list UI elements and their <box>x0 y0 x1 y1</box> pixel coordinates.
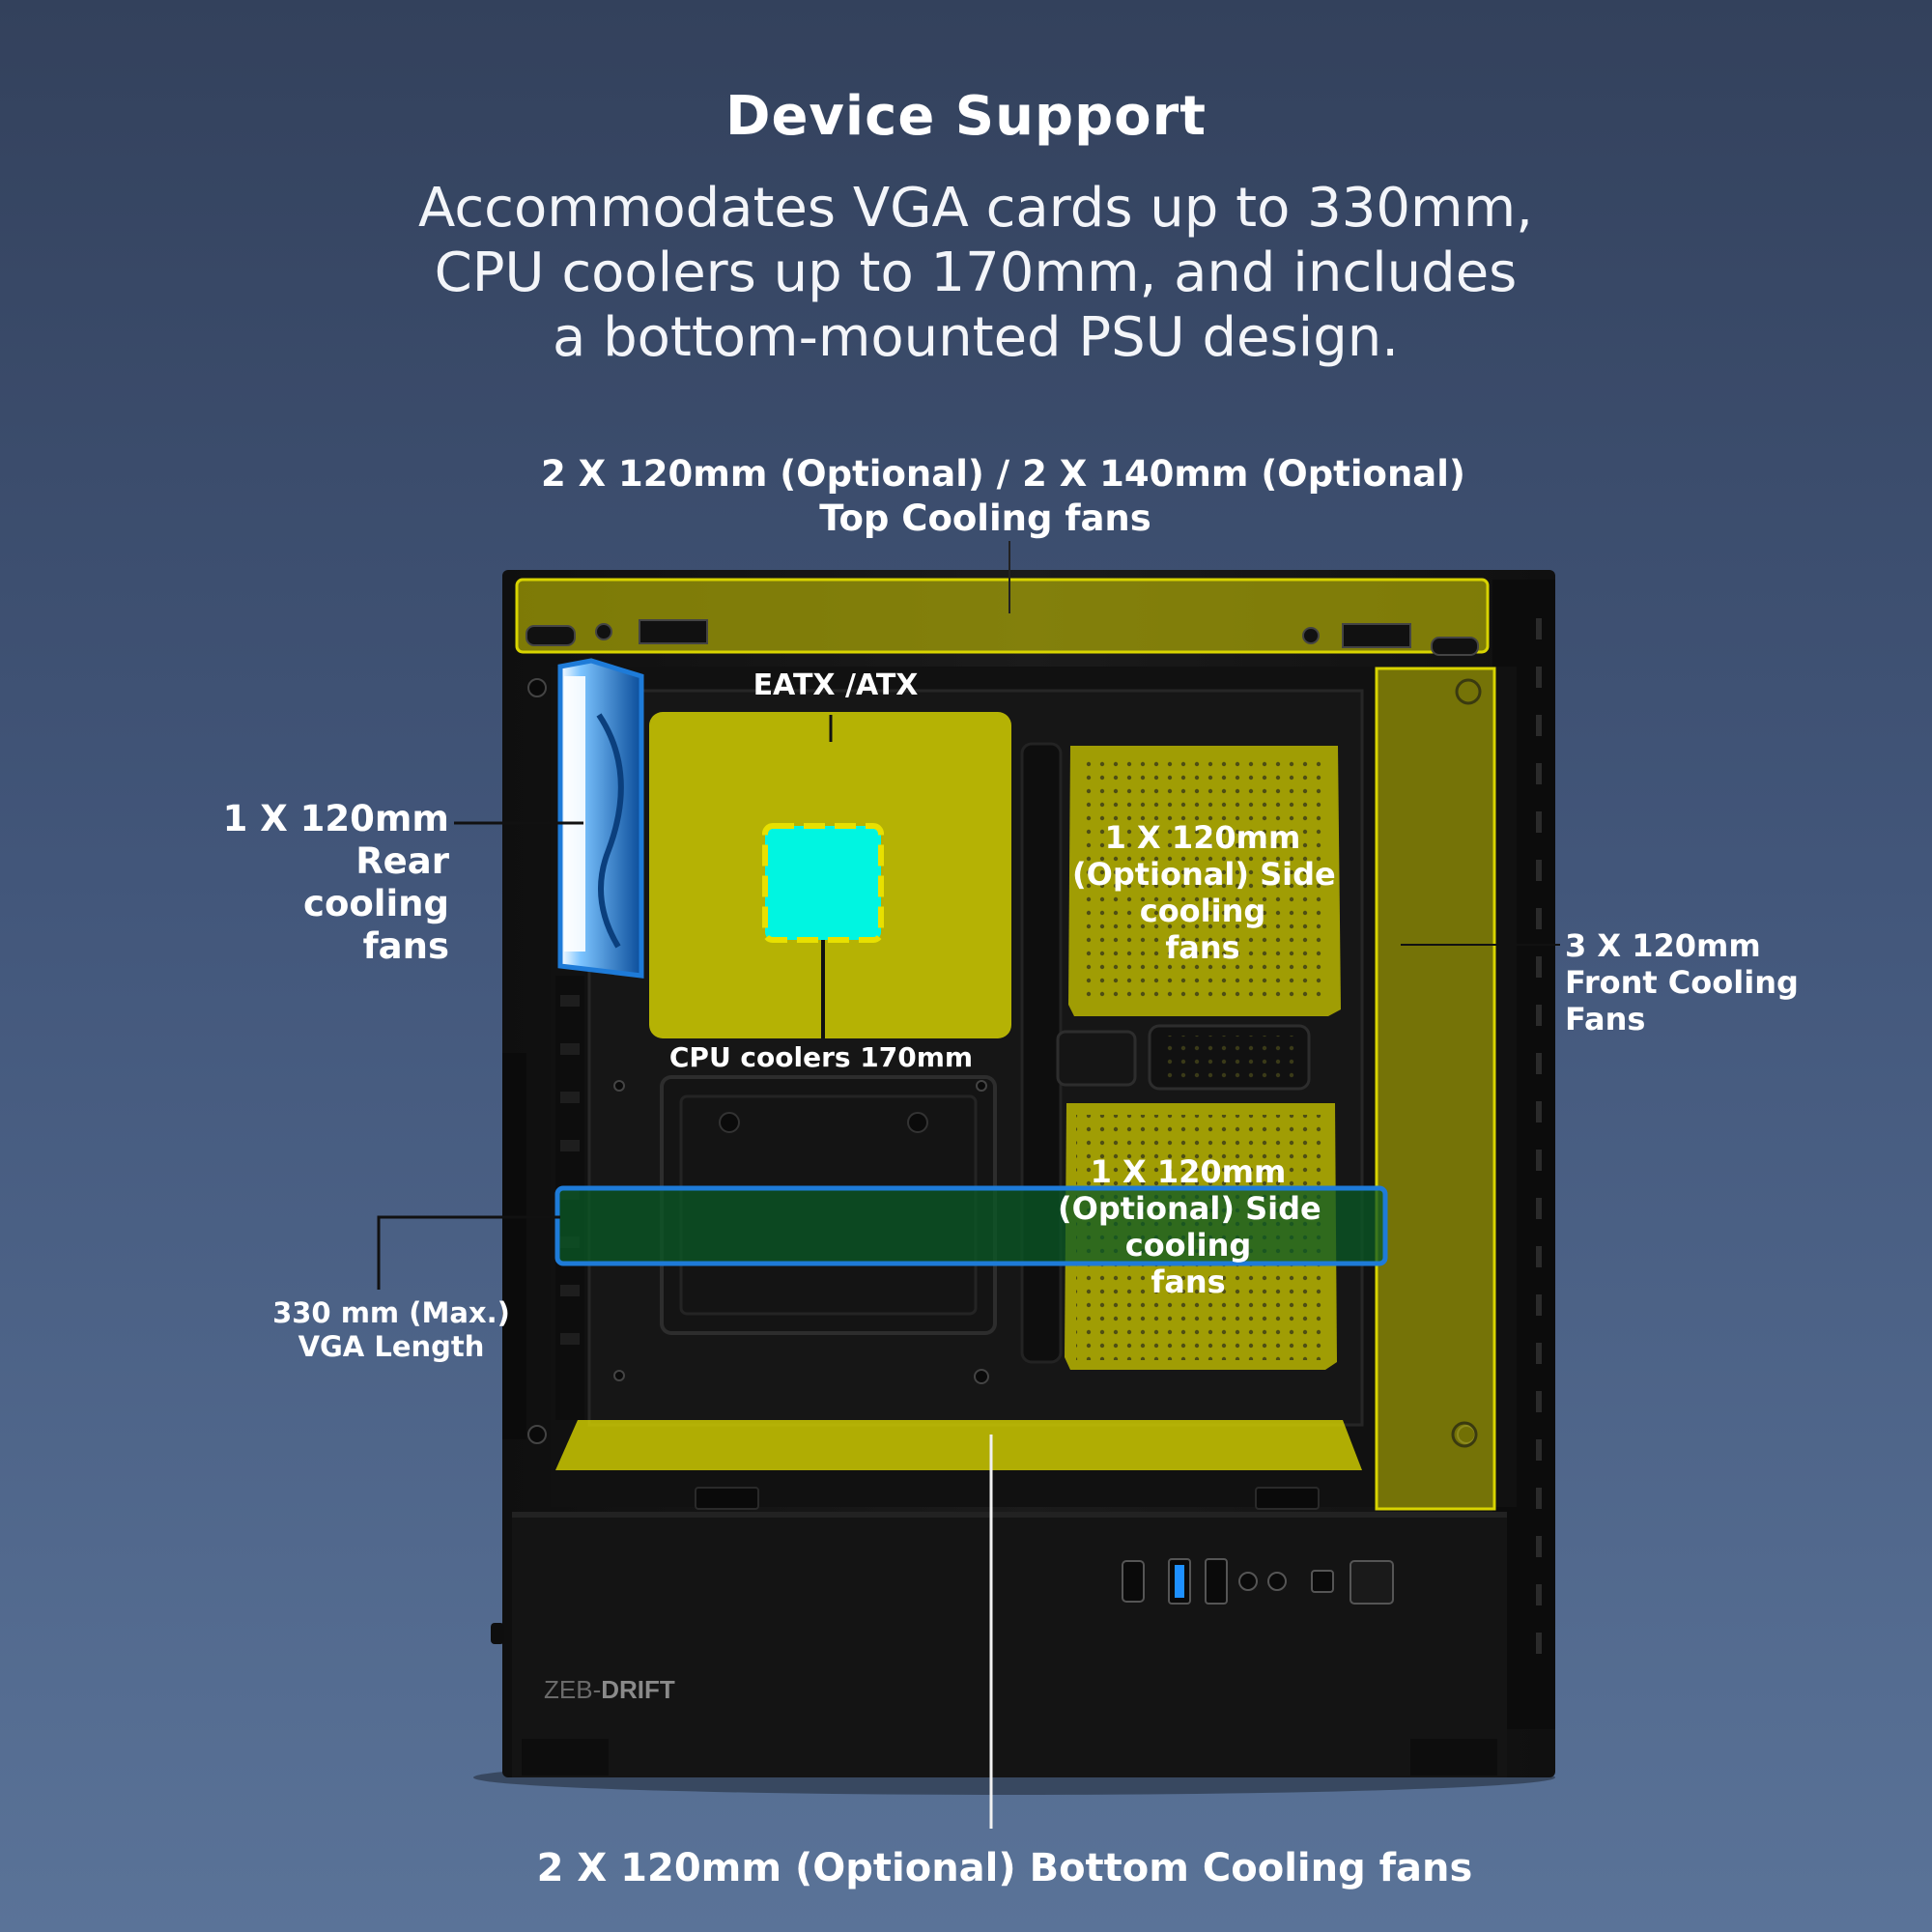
cpu-cooler-label: CPU coolers 170mm <box>668 1041 974 1073</box>
power-button-icon <box>1350 1560 1394 1605</box>
top-fan-highlight <box>515 578 1490 656</box>
subtitle-line: CPU coolers up to 170mm, and includes <box>434 242 1518 304</box>
audio-jack-icon <box>1238 1572 1258 1591</box>
io-panel <box>1122 1558 1394 1605</box>
cpu-cooler-highlight <box>762 823 884 943</box>
side-fan-upper-highlight <box>1068 746 1341 1016</box>
subtitle-line: Accommodates VGA cards up to 330mm, <box>418 177 1533 240</box>
front-fan-highlight <box>1375 667 1496 1511</box>
page-subtitle: Accommodates VGA cards up to 330mm, CPU … <box>290 176 1662 370</box>
top-fans-label: 2 X 120mm (Optional) / 2 X 140mm (Option… <box>541 453 1465 539</box>
bottom-fans-label: 2 X 120mm (Optional) Bottom Cooling fans <box>536 1846 1473 1890</box>
front-fans-label: 3 X 120mm Front Cooling Fans <box>1565 927 1799 1037</box>
side-fan-upper-label: 1 X 120mm (Optional) Side cooling fans <box>1072 819 1336 966</box>
usb-c-port-icon <box>1122 1560 1145 1603</box>
rear-fan-label: 1 X 120mm Rear cooling fans <box>222 798 449 967</box>
vga-length-label: 330 mm (Max.) VGA Length <box>272 1296 510 1363</box>
vga-leader-line <box>377 1215 560 1290</box>
audio-jack-icon <box>1267 1572 1287 1591</box>
page-title: Device Support <box>724 85 1208 148</box>
motherboard-label: EATX /ATX <box>753 668 919 702</box>
vga-length-highlight <box>554 1185 1388 1266</box>
bottom-fan-highlight <box>555 1420 1362 1470</box>
usb-a-port-blue-insert <box>1175 1565 1184 1598</box>
subtitle-line: a bottom-mounted PSU design. <box>552 306 1400 369</box>
reset-button-icon <box>1311 1570 1334 1593</box>
brand-logo: ZEB-DRIFT <box>544 1675 675 1704</box>
rear-fan-highlight <box>557 658 644 979</box>
side-fan-lower-label: 1 X 120mm (Optional) Side cooling fans <box>1058 1153 1321 1300</box>
usb-a-port-icon <box>1205 1558 1228 1605</box>
